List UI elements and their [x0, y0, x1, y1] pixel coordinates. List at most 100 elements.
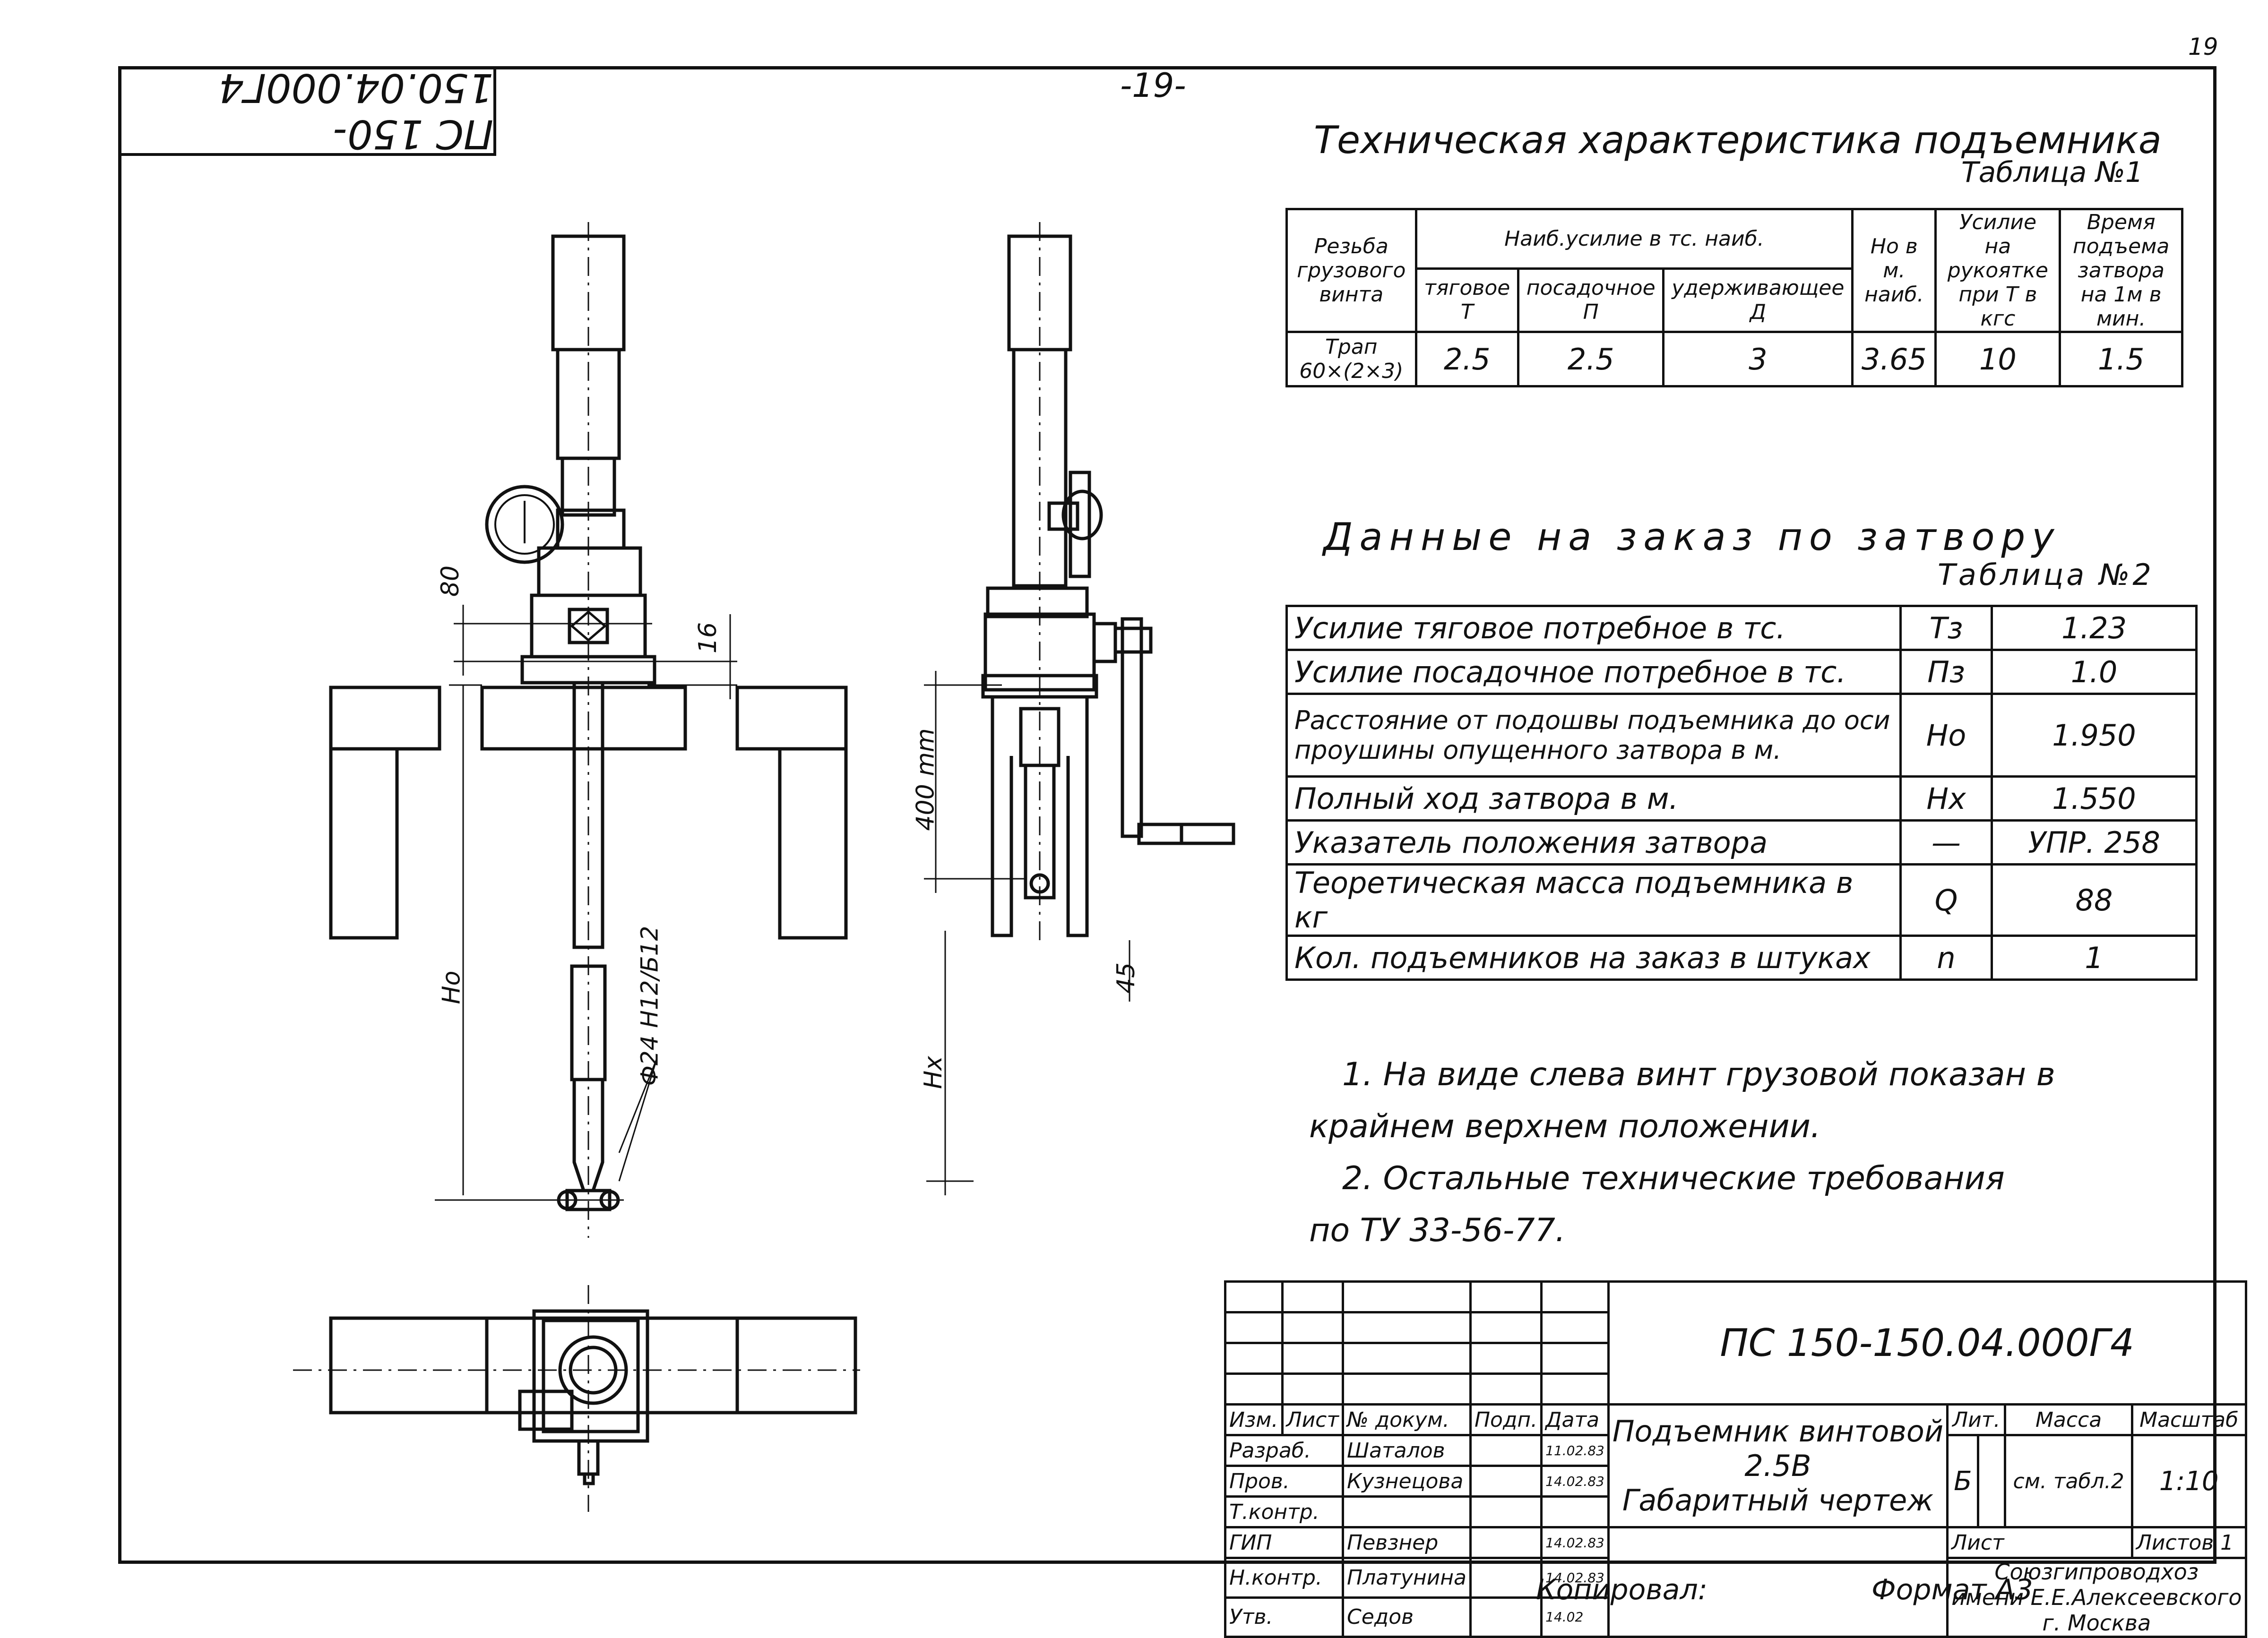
t2-row-desc: Расстояние от подошвы подъемника до оси … [1285, 693, 1902, 778]
dim-400-label: 400 mm [911, 728, 940, 831]
tb-product-name-1: Подъемник винтовой [1612, 1414, 1944, 1449]
tb-date: 14.02.83 [1540, 1465, 1610, 1498]
tb-date: 11.02.83 [1540, 1434, 1610, 1467]
dim-80-label: 80 [436, 565, 465, 597]
notes: 1. На виде слева винт грузовой показан в… [1309, 1049, 2055, 1257]
dim-ho-label: Но [437, 970, 466, 1004]
side-view [924, 222, 1235, 1195]
tb-h-massa: Масса [2004, 1403, 2133, 1436]
front-view [329, 222, 848, 1238]
t1-row-thread: Трап 60×(2×3) [1285, 331, 1417, 387]
t1-row-handle: 10 [1934, 331, 2061, 387]
tb-lit-value: Б [1946, 1434, 1980, 1528]
dim-45-label: 45 [1112, 962, 1141, 994]
table2: Усилие тяговое потребное в тс. Тз 1.23 У… [1285, 605, 2198, 981]
tb-sign [1469, 1557, 1543, 1599]
t2-row-sym: — [1899, 819, 1993, 866]
format-label: Формат А3 [1871, 1573, 2033, 1606]
plan-view [293, 1285, 860, 1512]
t2-row-desc: Указатель положения затвора [1285, 819, 1902, 866]
tb-role: Пров. [1224, 1465, 1345, 1498]
t1-col-time: Время подъема затвора на 1м в мин. [2059, 208, 2183, 333]
tb-sign [1469, 1434, 1543, 1467]
t2-row-val: 1.550 [1991, 775, 2198, 822]
tb-sign [1469, 1596, 1543, 1638]
tb-date: 14.02.83 [1540, 1557, 1610, 1599]
t1-col-holding: удерживающее Д [1662, 267, 1854, 334]
table1: Резьба грузового винта Наиб.усилие в тс.… [1285, 208, 2183, 387]
note1-line1: 1. На виде слева винт грузовой показан в [1342, 1056, 2055, 1093]
tb-product-name-2: 2.5В [1744, 1449, 1811, 1483]
t1-row-time: 1.5 [2059, 331, 2183, 387]
table1-label: Таблица №1 [1961, 156, 2144, 189]
tb-masshtab-value: 1:10 [2130, 1434, 2247, 1528]
tb-date: 14.02.83 [1540, 1526, 1610, 1559]
tb-sign [1469, 1526, 1543, 1559]
t2-row-desc: Усилие посадочное потребное в тс. [1285, 649, 1902, 695]
dim-16-label: 16 [694, 622, 723, 654]
drawing-frame [118, 66, 2216, 1564]
t2-row-sym: Пз [1899, 649, 1993, 695]
dim-hx-label: Нх [919, 1056, 948, 1089]
table2-title: Данные на заказ по затвору [1323, 515, 2061, 559]
table2-label: Таблица №2 [1938, 557, 2154, 592]
t1-col-thread: Резьба грузового винта [1285, 208, 1417, 333]
t1-row-holding: 3 [1662, 331, 1854, 387]
tb-h-lit: Лит. [1946, 1403, 2007, 1436]
tb-sign [1469, 1495, 1543, 1528]
tb-org-1: Союзгипроводхоз [1994, 1559, 2199, 1585]
tb-h-podp: Подп. [1469, 1403, 1543, 1436]
tb-org-2: имени Е.Е.Алексеевского [1951, 1585, 2242, 1610]
dim-phi-label: Ф24 Н12/Б12 [636, 926, 664, 1086]
tb-designation: ПС 150-150.04.000Г4 [1607, 1280, 2247, 1406]
tb-name: Кузнецова [1342, 1465, 1472, 1498]
t1-col-handle: Усилие на рукоятке при Т в кгс [1934, 208, 2061, 333]
t2-row-desc: Полный ход затвора в м. [1285, 775, 1902, 822]
tb-h-list: Лист [1281, 1403, 1345, 1436]
title-block: ПС 150-150.04.000Г4 Изм. Лист № докум. П… [1224, 1280, 2247, 1638]
t2-row-desc: Теоретическая масса подъемника в кг [1285, 863, 1902, 937]
t2-row-sym: Нх [1899, 775, 1993, 822]
t1-col-traction: тяговое Т [1414, 267, 1520, 334]
t2-row-desc: Кол. подъемников на заказ в штуках [1285, 935, 1902, 981]
page-number: -19- [1120, 66, 1186, 105]
tb-name: Шаталов [1342, 1434, 1472, 1467]
tb-h-ndoc: № докум. [1342, 1403, 1472, 1436]
t2-row-sym: n [1899, 935, 1993, 981]
note1-line2: крайнем верхнем положении. [1309, 1108, 1821, 1145]
tb-sign [1469, 1465, 1543, 1498]
tb-name: Платунина [1342, 1557, 1472, 1599]
tb-h-date: Дата [1540, 1403, 1610, 1436]
t1-col-landing: посадочное П [1517, 267, 1665, 334]
t2-row-val: 1 [1991, 935, 2198, 981]
t2-row-desc: Усилие тяговое потребное в тс. [1285, 605, 1902, 651]
t2-row-val: УПР. 258 [1991, 819, 2198, 866]
tb-role: Т.контр. [1224, 1495, 1345, 1528]
tb-org-3: г. Москва [2042, 1610, 2151, 1636]
tb-role: ГИП [1224, 1526, 1345, 1559]
tb-name: Седов [1342, 1596, 1472, 1638]
tb-h-izm: Изм. [1224, 1403, 1284, 1436]
tb-massa-value: см. табл.2 [2004, 1434, 2133, 1528]
t1-col-force-group: Наиб.усилие в тс. наиб. [1414, 208, 1854, 270]
t1-row-h: 3.65 [1851, 331, 1937, 387]
tb-role: Утв. [1224, 1596, 1345, 1638]
tb-role: Н.контр. [1224, 1557, 1345, 1599]
tb-h-masshtab: Масштаб [2130, 1403, 2247, 1436]
t2-row-sym: Тз [1899, 605, 1993, 651]
note2-line2: по ТУ 33-56-77. [1309, 1212, 1566, 1249]
t2-row-val: 1.950 [1991, 693, 2198, 778]
tb-date [1540, 1495, 1610, 1528]
rotated-designation-stamp: ПС 150-150.04.000Г4 [118, 65, 496, 157]
table1-title: Техническая характеристика подъемника [1314, 118, 2162, 162]
t2-row-sym: Q [1899, 863, 1993, 937]
tb-name [1342, 1495, 1472, 1528]
t1-row-traction: 2.5 [1414, 331, 1520, 387]
t2-row-val: 1.0 [1991, 649, 2198, 695]
tb-sheets: Листов 1 [2130, 1526, 2247, 1559]
t1-row-landing: 2.5 [1517, 331, 1665, 387]
tb-product-name-3: Габаритный чертеж [1622, 1483, 1934, 1518]
t2-row-val: 88 [1991, 863, 2198, 937]
tb-role: Разраб. [1224, 1434, 1345, 1467]
